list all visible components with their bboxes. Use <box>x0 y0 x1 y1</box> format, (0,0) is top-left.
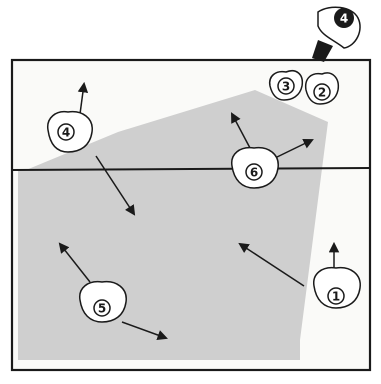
player-2: 2 <box>304 72 340 105</box>
player-6: 6 <box>231 146 279 189</box>
ball-icon <box>334 8 354 28</box>
player-3-number: 3 <box>282 80 290 94</box>
server-number: 4 <box>340 12 348 26</box>
player-4: 4 <box>47 110 93 153</box>
arrow-p5-up <box>58 242 91 283</box>
player-1: 1 <box>313 266 361 309</box>
player-icon <box>245 163 263 181</box>
serving-player: 4 <box>312 6 361 62</box>
player-icon <box>277 77 295 95</box>
center-line <box>11 167 371 171</box>
player-2-number: 2 <box>318 86 326 100</box>
player-1-number: 1 <box>332 290 340 304</box>
player-4-number: 4 <box>62 126 70 140</box>
player-5-number: 5 <box>98 302 106 316</box>
movement-arrows <box>58 81 340 341</box>
player-3: 3 <box>268 70 304 101</box>
arrow-p6-right <box>274 138 314 159</box>
player-icon <box>313 83 331 101</box>
arrow-p4-down <box>95 155 136 216</box>
player-icon <box>57 123 75 141</box>
arrow-p6-up <box>231 112 251 149</box>
arrow-p4-up <box>77 81 89 115</box>
player-icon <box>327 287 345 305</box>
arrow-p1-left <box>238 242 305 287</box>
arrow-p5-down <box>121 321 168 341</box>
player-6-number: 6 <box>250 166 258 180</box>
player-5: 5 <box>79 280 127 323</box>
server-arm-icon <box>312 40 333 62</box>
player-icon <box>93 299 111 317</box>
